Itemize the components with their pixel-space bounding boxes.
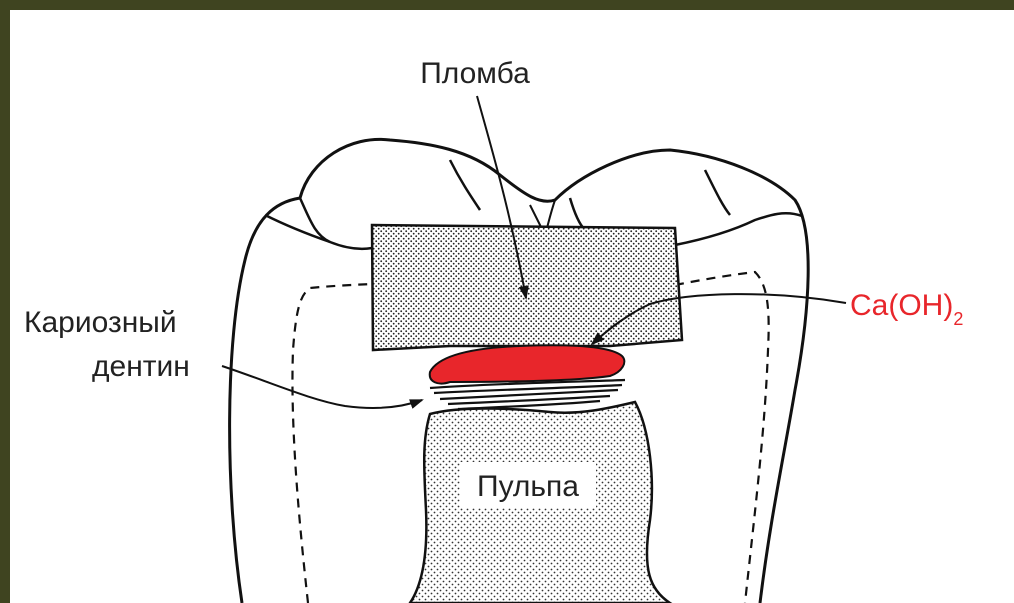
caoh2-subscript: 2 bbox=[953, 309, 963, 329]
diagram-frame: Пульпа Пломба Кариозный дентин Ca(OH)2 bbox=[10, 10, 1014, 603]
carious-dentin bbox=[430, 380, 625, 409]
cusp-right bbox=[570, 170, 730, 230]
pulp-label: Пульпа bbox=[477, 470, 579, 503]
dej-right bbox=[675, 272, 769, 603]
caoh2-liner bbox=[430, 345, 625, 383]
carious-dentin-arrow bbox=[222, 366, 422, 408]
caoh2-label: Ca(OH)2 bbox=[850, 289, 963, 329]
tooth-diagram: Пульпа Пломба Кариозный дентин Ca(OH)2 bbox=[10, 10, 1014, 603]
filling bbox=[372, 225, 682, 350]
dej-left bbox=[292, 284, 372, 603]
filling-label: Пломба bbox=[420, 57, 530, 90]
carious-dentin-label-line1: Кариозный bbox=[24, 306, 177, 339]
carious-dentin-label-line2: дентин bbox=[92, 350, 190, 383]
